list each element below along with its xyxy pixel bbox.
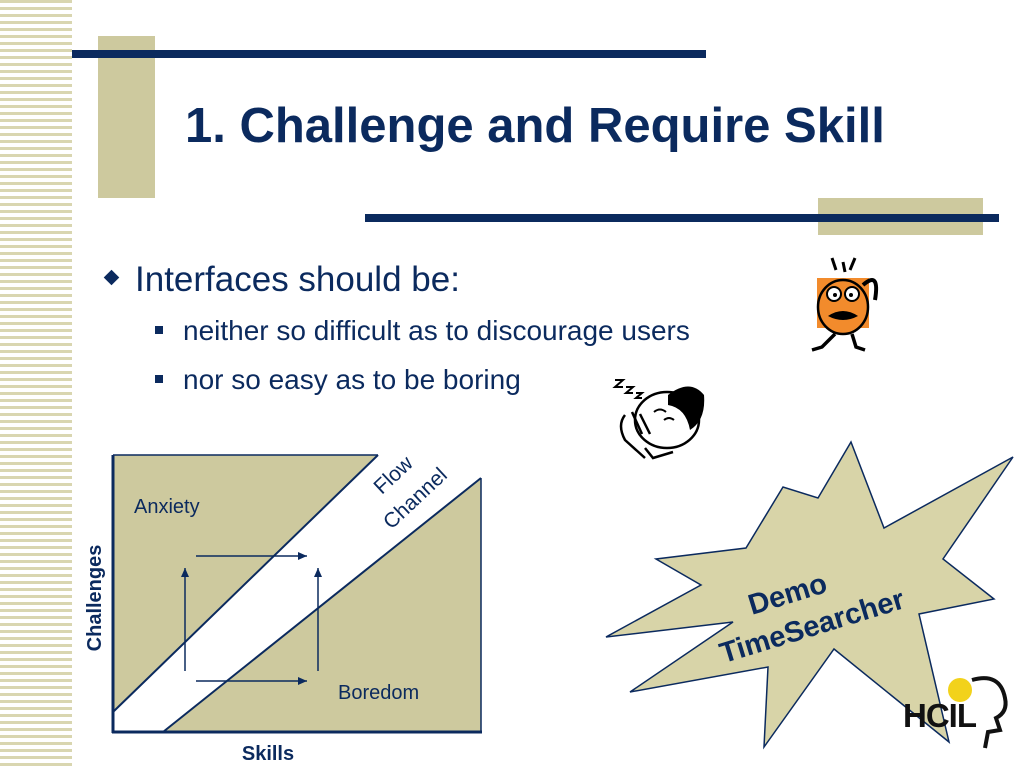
bored-person-icon (612, 379, 705, 460)
demo-starburst[interactable]: Demo TimeSearcher (605, 440, 1014, 750)
sub-bullet-text: neither so difficult as to discourage us… (183, 315, 690, 346)
decor-tan-block (98, 36, 155, 198)
boredom-edge (162, 477, 482, 733)
slide-title: 1. Challenge and Require Skill (185, 99, 885, 153)
square-bullet-icon (155, 374, 163, 383)
starburst-shape[interactable] (605, 440, 1014, 750)
hcil-logo-text: HCIL (903, 697, 977, 734)
y-axis-label: Challenges (84, 545, 106, 652)
bullet-text: Interfaces should be: (135, 260, 460, 299)
striped-border (0, 0, 72, 768)
frustrated-person-icon (811, 257, 879, 352)
hcil-logo: HCIL (903, 676, 1008, 749)
sub-bullet-item: neither so difficult as to discourage us… (155, 315, 690, 347)
boredom-label: Boredom (338, 682, 419, 704)
title-rule-top (72, 50, 706, 58)
title-rule-bottom (365, 214, 999, 222)
anxiety-edge (112, 454, 379, 713)
flow-diagram: Anxiety Boredom Flow Channel Skills Chal… (84, 451, 482, 765)
square-bullet-icon (155, 325, 163, 334)
bullet-item: Interfaces should be: (103, 260, 460, 300)
sub-bullet-text: nor so easy as to be boring (183, 364, 521, 395)
anxiety-label: Anxiety (134, 496, 200, 518)
x-axis-label: Skills (242, 743, 294, 765)
sub-bullet-item: nor so easy as to be boring (155, 364, 521, 396)
